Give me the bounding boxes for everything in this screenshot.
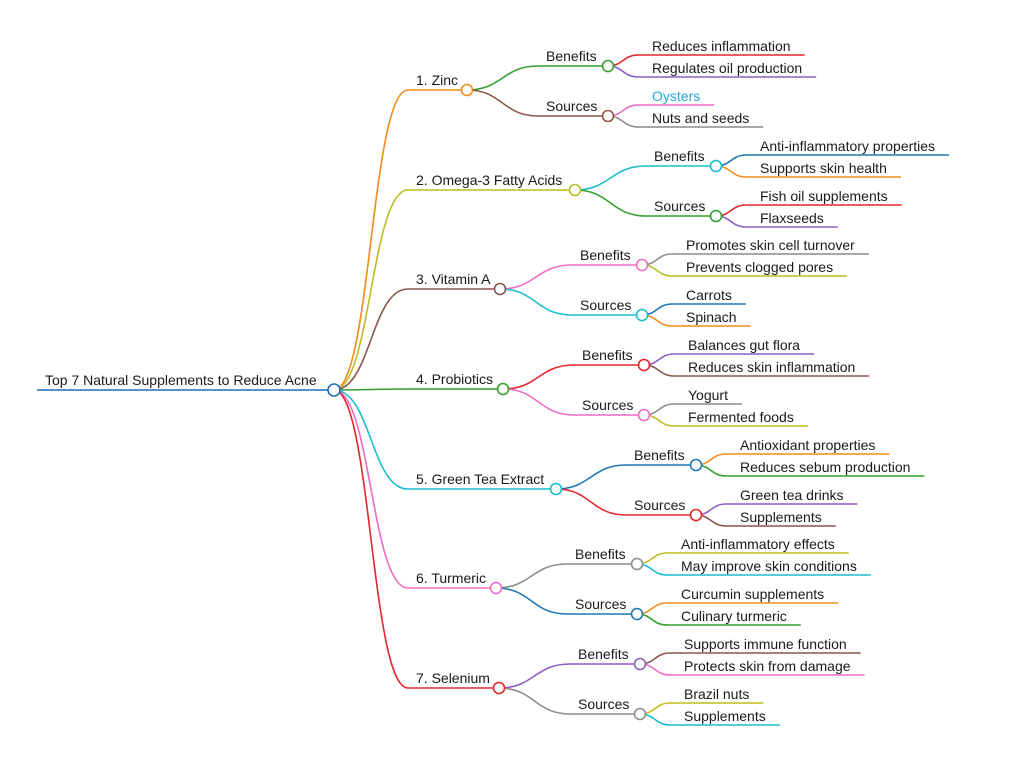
- leaf-label: Yogurt: [688, 387, 728, 403]
- leaf-label: Curcumin supplements: [681, 586, 824, 602]
- group-label: Benefits: [575, 546, 626, 562]
- leaf-label: Anti-inflammatory effects: [681, 536, 835, 552]
- group-connector: [499, 288, 642, 316]
- group-node[interactable]: [689, 458, 703, 472]
- branch-node[interactable]: [460, 83, 474, 97]
- group-node[interactable]: [709, 209, 723, 223]
- leaf-label: Fish oil supplements: [760, 188, 888, 204]
- group-label: Sources: [578, 696, 629, 712]
- branch-label: 1. Zinc: [416, 72, 458, 88]
- group-connector: [555, 488, 696, 516]
- group-label: Sources: [575, 596, 626, 612]
- nodes: [327, 59, 723, 721]
- connectors: [37, 54, 950, 726]
- branch-connector: [333, 388, 503, 391]
- group-label: Sources: [634, 497, 685, 513]
- branch-connector: [333, 288, 500, 391]
- group-connector: [495, 587, 637, 615]
- branch-node[interactable]: [492, 681, 506, 695]
- branch-connector: [333, 389, 499, 689]
- group-label: Benefits: [634, 447, 685, 463]
- leaf-label: Supports skin health: [760, 160, 887, 176]
- branch-label: 7. Selenium: [416, 670, 490, 686]
- group-label: Benefits: [654, 148, 705, 164]
- group-connector: [466, 89, 608, 117]
- leaf-label: Green tea drinks: [740, 487, 844, 503]
- group-label: Benefits: [546, 48, 597, 64]
- group-label: Sources: [546, 98, 597, 114]
- leaf-label: Brazil nuts: [684, 686, 749, 702]
- branch-node[interactable]: [496, 382, 510, 396]
- leaf-label: Carrots: [686, 287, 732, 303]
- group-node[interactable]: [630, 607, 644, 621]
- leaf-label: Supplements: [740, 509, 822, 525]
- leaf-label: May improve skin conditions: [681, 558, 857, 574]
- leaf-label: Antioxidant properties: [740, 437, 875, 453]
- group-connector: [466, 65, 608, 91]
- group-connector: [498, 663, 640, 689]
- leaf-label: Fermented foods: [688, 409, 794, 425]
- leaf-label: Protects skin from damage: [684, 658, 851, 674]
- branch-label: 2. Omega-3 Fatty Acids: [416, 172, 562, 188]
- root-node[interactable]: [327, 383, 341, 397]
- leaf-label: Supports immune function: [684, 636, 847, 652]
- group-node[interactable]: [633, 657, 647, 671]
- group-node[interactable]: [637, 408, 651, 422]
- group-node[interactable]: [630, 557, 644, 571]
- group-node[interactable]: [635, 258, 649, 272]
- group-node[interactable]: [689, 508, 703, 522]
- group-label: Benefits: [578, 646, 629, 662]
- group-node[interactable]: [635, 308, 649, 322]
- group-connector: [495, 563, 637, 589]
- leaf-label: Regulates oil production: [652, 60, 802, 76]
- leaf-label: Flaxseeds: [760, 210, 824, 226]
- leaf-label: Oysters: [652, 88, 700, 104]
- group-label: Sources: [654, 198, 705, 214]
- branch-node[interactable]: [493, 282, 507, 296]
- leaf-label: Culinary turmeric: [681, 608, 787, 624]
- group-label: Sources: [580, 297, 631, 313]
- group-connector: [555, 464, 696, 490]
- leaf-label: Reduces inflammation: [652, 38, 791, 54]
- group-connector: [498, 687, 640, 715]
- group-connector: [574, 189, 716, 217]
- leaf-label: Balances gut flora: [688, 337, 800, 353]
- group-node[interactable]: [633, 707, 647, 721]
- group-label: Sources: [582, 397, 633, 413]
- branch-node[interactable]: [489, 581, 503, 595]
- branch-label: 5. Green Tea Extract: [416, 471, 544, 487]
- group-label: Benefits: [580, 247, 631, 263]
- leaf-label: Prevents clogged pores: [686, 259, 833, 275]
- branch-connector: [333, 189, 575, 391]
- branch-connector: [333, 89, 467, 391]
- group-connector: [574, 165, 716, 191]
- leaf-label: Spinach: [686, 309, 737, 325]
- group-node[interactable]: [709, 159, 723, 173]
- leaf-label: Anti-inflammatory properties: [760, 138, 935, 154]
- group-connector: [502, 388, 644, 416]
- root-title: Top 7 Natural Supplements to Reduce Acne: [45, 372, 317, 388]
- branch-node[interactable]: [568, 183, 582, 197]
- group-node[interactable]: [601, 59, 615, 73]
- group-node[interactable]: [637, 358, 651, 372]
- branch-node[interactable]: [549, 482, 563, 496]
- leaf-label: Reduces sebum production: [740, 459, 910, 475]
- branch-connector: [333, 389, 496, 589]
- leaf-label: Promotes skin cell turnover: [686, 237, 855, 253]
- group-node[interactable]: [601, 109, 615, 123]
- branch-label: 3. Vitamin A: [416, 271, 491, 287]
- branch-label: 4. Probiotics: [416, 371, 493, 387]
- branch-label: 6. Turmeric: [416, 570, 486, 586]
- leaf-label: Nuts and seeds: [652, 110, 749, 126]
- group-connector: [502, 364, 644, 390]
- leaf-label: Supplements: [684, 708, 766, 724]
- group-label: Benefits: [582, 347, 633, 363]
- group-connector: [499, 264, 642, 290]
- branch-connector: [333, 389, 556, 490]
- leaf-label: Reduces skin inflammation: [688, 359, 855, 375]
